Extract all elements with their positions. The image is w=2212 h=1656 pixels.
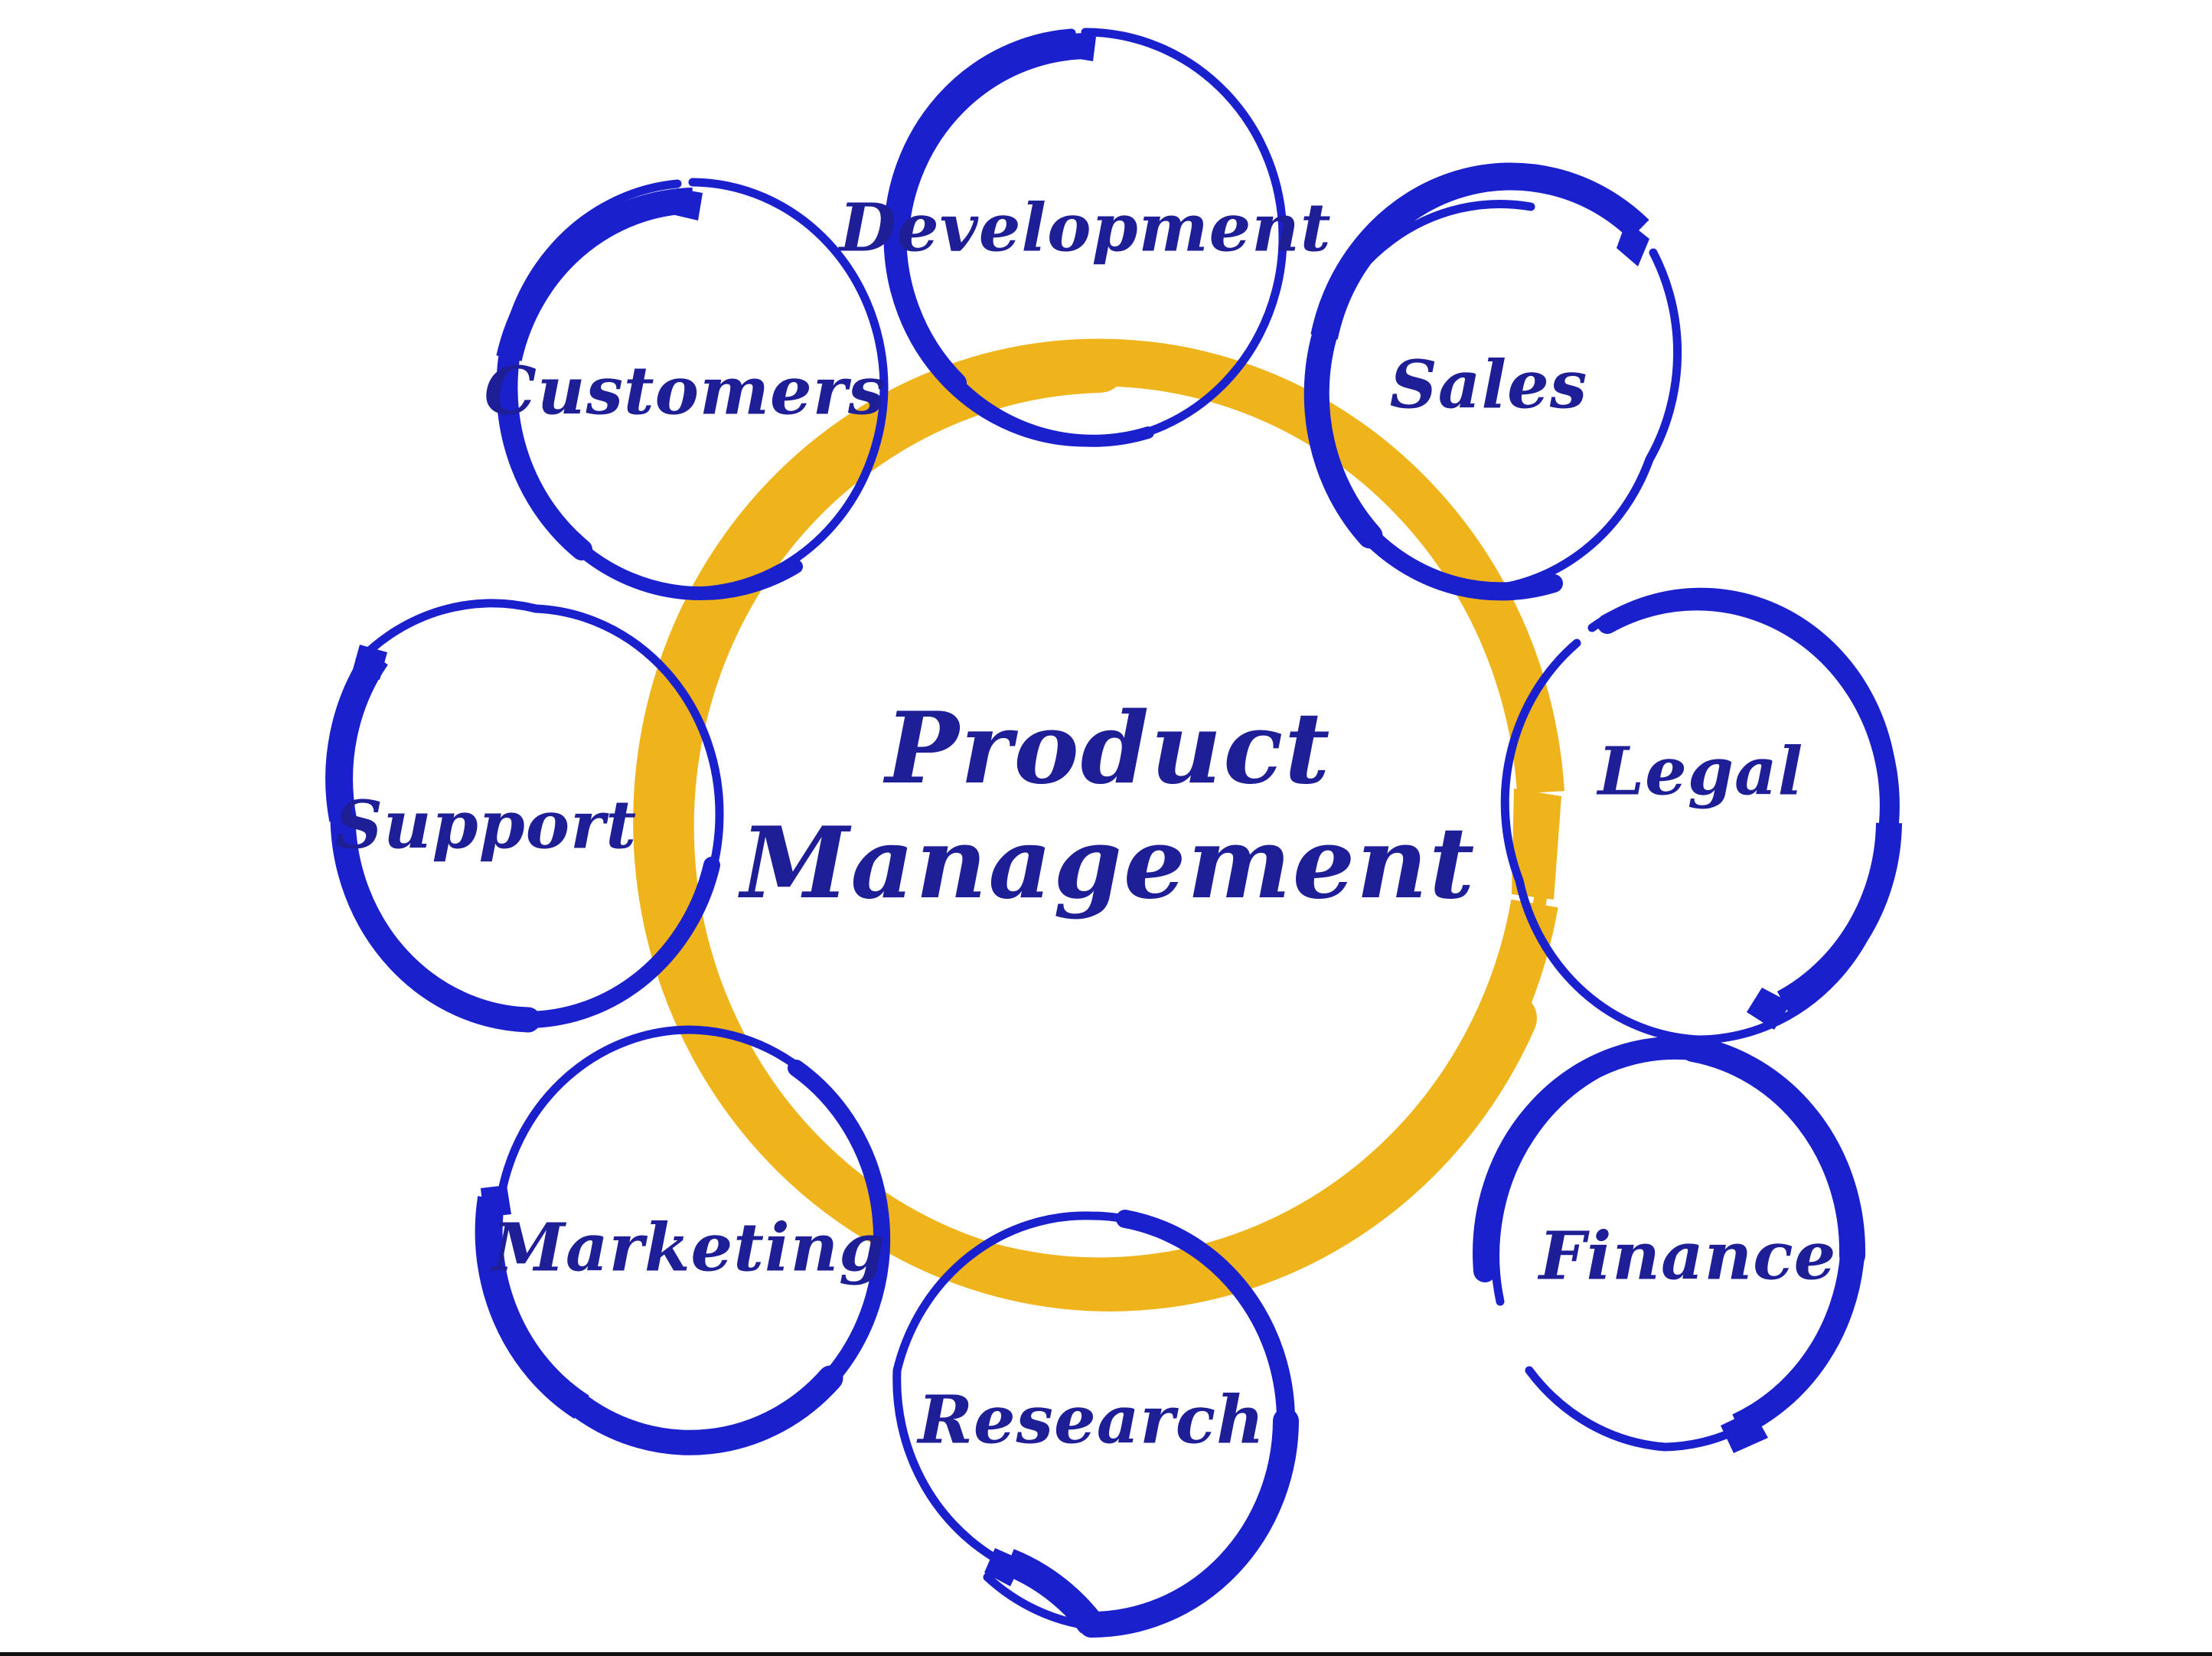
- node-sales[interactable]: Sales: [1303, 162, 1682, 601]
- center-title-line1: Product: [883, 691, 1332, 806]
- node-label-research: Research: [915, 1382, 1264, 1459]
- node-label-legal: Legal: [1596, 733, 1804, 811]
- node-marketing[interactable]: Marketing: [475, 1025, 891, 1455]
- node-development[interactable]: Development: [837, 28, 1331, 447]
- node-legal[interactable]: Legal: [1500, 587, 1902, 1044]
- bottom-border-rule: [0, 1652, 2212, 1656]
- node-support[interactable]: Support: [325, 599, 724, 1033]
- node-label-sales: Sales: [1390, 347, 1588, 424]
- node-customers[interactable]: Customers: [484, 178, 889, 600]
- node-label-marketing: Marketing: [490, 1210, 886, 1287]
- node-label-support: Support: [335, 787, 637, 864]
- center-title: Product Management: [738, 691, 1476, 921]
- node-finance[interactable]: Finance: [1473, 1036, 1866, 1453]
- node-research[interactable]: Research: [892, 1210, 1299, 1638]
- node-label-development: Development: [837, 190, 1331, 267]
- center-title-line2: Management: [738, 806, 1476, 921]
- node-label-finance: Finance: [1537, 1218, 1837, 1295]
- node-label-customers: Customers: [484, 353, 886, 430]
